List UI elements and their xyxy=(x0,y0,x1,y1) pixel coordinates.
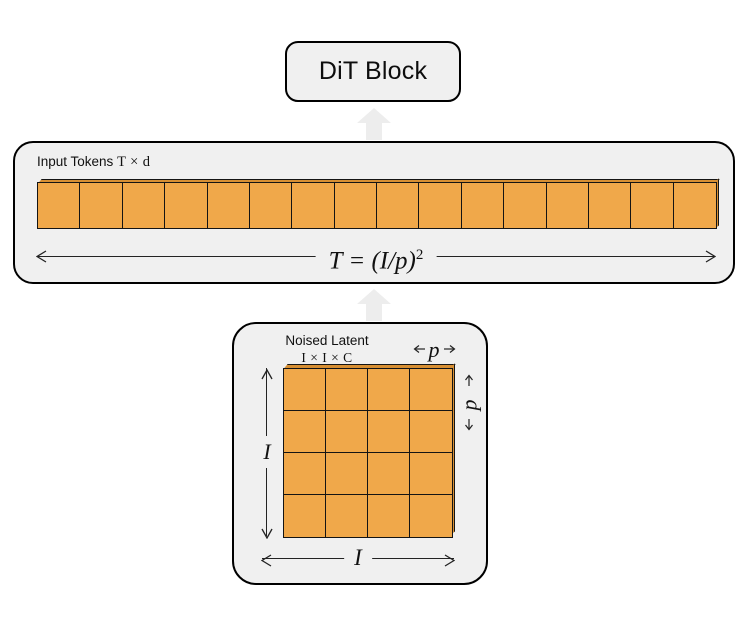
input-tokens-caption-dims: T × d xyxy=(117,154,151,170)
patch-cell xyxy=(367,452,411,496)
arrow-right-icon xyxy=(444,554,456,567)
token-cell xyxy=(37,182,81,229)
token-count-formula-lhs: T = (I/p) xyxy=(328,247,416,275)
input-tokens-caption-text: Input Tokens xyxy=(37,154,114,169)
arrow-up-small-icon xyxy=(464,374,474,392)
patch-cell xyxy=(409,410,453,454)
patch-cell xyxy=(325,410,369,454)
dit-block-node: DiT Block xyxy=(285,41,461,102)
token-cell xyxy=(206,182,251,229)
arrow-left-small-icon xyxy=(413,341,426,359)
arrow-down-small-icon xyxy=(464,418,474,436)
patch-cell xyxy=(409,494,453,538)
dit-block-label: DiT Block xyxy=(318,57,428,85)
token-cell xyxy=(460,182,505,229)
token-cell xyxy=(376,182,420,229)
patch-cell xyxy=(283,494,327,538)
patch-width-marker: p xyxy=(399,337,469,363)
patch-height-marker: p xyxy=(456,370,482,440)
token-strip xyxy=(37,182,717,229)
token-cell xyxy=(587,182,632,229)
patch-cell xyxy=(325,494,369,538)
patch-cell xyxy=(367,494,411,538)
latent-patch-grid xyxy=(283,368,453,538)
token-cell xyxy=(418,182,463,229)
arrow-down-icon xyxy=(261,526,273,540)
patch-cell xyxy=(283,452,327,496)
noised-latent-title: Noised Latent xyxy=(285,333,369,348)
token-cell xyxy=(672,182,717,229)
patch-cell xyxy=(325,452,369,496)
token-cell xyxy=(121,182,166,229)
token-cell xyxy=(333,182,378,229)
patch-cell xyxy=(283,410,327,454)
token-count-dimension: T = (I/p)2 xyxy=(35,239,717,278)
token-cell xyxy=(291,182,336,229)
patch-cell xyxy=(325,368,369,412)
up-arrow-latent-to-tokens-icon xyxy=(356,288,392,322)
latent-height-label: I xyxy=(254,436,280,468)
noised-latent-dims: I × I × C xyxy=(301,349,353,365)
latent-width-dimension: I xyxy=(260,543,456,573)
token-cell xyxy=(79,182,124,229)
token-cell xyxy=(545,182,590,229)
token-cell xyxy=(248,182,293,229)
token-cell xyxy=(630,182,675,229)
arrow-up-icon xyxy=(261,367,273,380)
patch-cell xyxy=(409,452,453,496)
token-cell xyxy=(164,182,209,229)
patch-cell xyxy=(367,410,411,454)
patch-width-label: p xyxy=(428,337,440,362)
token-cell xyxy=(503,182,548,229)
latent-height-dimension: I xyxy=(254,367,280,540)
noised-latent-caption: Noised Latent I × I × C xyxy=(248,333,406,366)
token-count-formula-exponent: 2 xyxy=(415,247,424,263)
token-count-formula: T = (I/p)2 xyxy=(315,239,437,278)
arrow-right-small-icon xyxy=(443,341,456,359)
arrow-left-icon xyxy=(260,554,272,567)
noised-latent-panel: Noised Latent I × I × C p xyxy=(232,322,488,585)
patch-height-label: p xyxy=(456,399,481,411)
up-arrow-tokens-to-dit-icon xyxy=(356,107,392,141)
patch-cell xyxy=(283,368,327,412)
arrow-left-icon xyxy=(35,250,47,263)
patch-cell xyxy=(409,368,453,412)
input-tokens-panel: Input Tokens T × d xyxy=(13,141,735,284)
patch-cell xyxy=(367,368,411,412)
input-tokens-caption: Input Tokens T × d xyxy=(37,154,150,171)
latent-width-label: I xyxy=(344,543,372,573)
arrow-right-icon xyxy=(705,250,717,263)
